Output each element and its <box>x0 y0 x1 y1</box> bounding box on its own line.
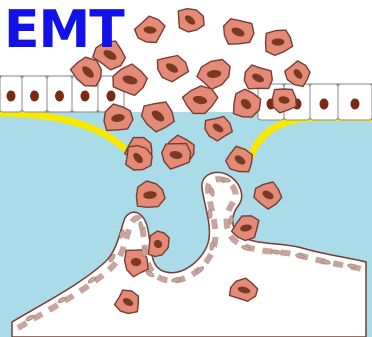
epithelial-nucleus <box>320 99 329 110</box>
mesenchymal-tumor-cell <box>224 19 254 44</box>
mesenchymal-tumor-cell <box>234 89 261 117</box>
mesenchymal-tumor-cell <box>197 60 230 90</box>
mesenchymal-tumor-cell <box>183 86 218 114</box>
tumor-cell-nucleus <box>272 38 285 45</box>
epithelial-cell <box>338 84 372 120</box>
epithelial-nucleus <box>81 91 90 102</box>
mesenchymal-tumor-cell <box>244 65 272 89</box>
epithelial-nucleus <box>107 91 116 102</box>
epithelial-cell <box>0 76 22 112</box>
mesenchymal-tumor-cell <box>104 104 133 130</box>
mesenchymal-tumor-cell <box>135 16 165 42</box>
epithelial-nucleus <box>55 91 64 102</box>
mesenchymal-tumor-cell <box>157 56 188 82</box>
epithelial-nucleus <box>7 91 16 102</box>
epithelial-cell <box>22 76 47 112</box>
epithelial-cell <box>47 76 72 112</box>
epithelial-nucleus <box>30 91 39 102</box>
figure-title: EMT <box>4 4 124 56</box>
epithelial-nucleus <box>351 99 360 110</box>
mesenchymal-tumor-cell <box>178 9 204 32</box>
epithelial-cell <box>310 84 338 120</box>
mesenchymal-tumor-cell <box>266 30 293 55</box>
mesenchymal-tumor-cell <box>285 61 310 87</box>
